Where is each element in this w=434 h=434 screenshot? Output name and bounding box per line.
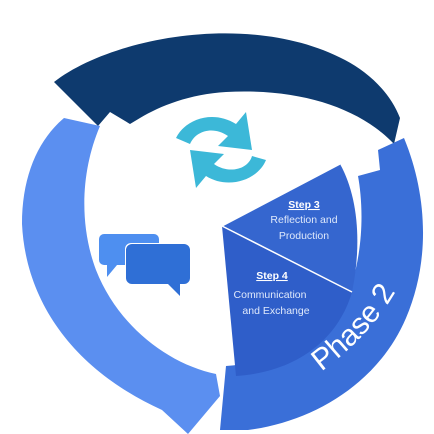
step3-title: Step 3 <box>288 199 320 211</box>
step3-wedge <box>222 164 358 292</box>
step4-line1: Communication <box>234 289 307 301</box>
step3-line1: Reflection and <box>270 214 337 226</box>
wedge-divider-2 <box>221 163 341 227</box>
step4-line2: and Exchange <box>242 305 309 317</box>
left-cycle-arrow <box>22 118 220 434</box>
top-cycle-arrow <box>54 33 400 144</box>
refresh-cycle-icon <box>176 112 266 188</box>
chat-bubbles-icon <box>99 234 190 296</box>
step4-title: Step 4 <box>256 270 288 282</box>
step4-wedge <box>222 226 352 376</box>
wedge-divider-1 <box>221 225 353 293</box>
step3-line2: Production <box>279 230 329 242</box>
